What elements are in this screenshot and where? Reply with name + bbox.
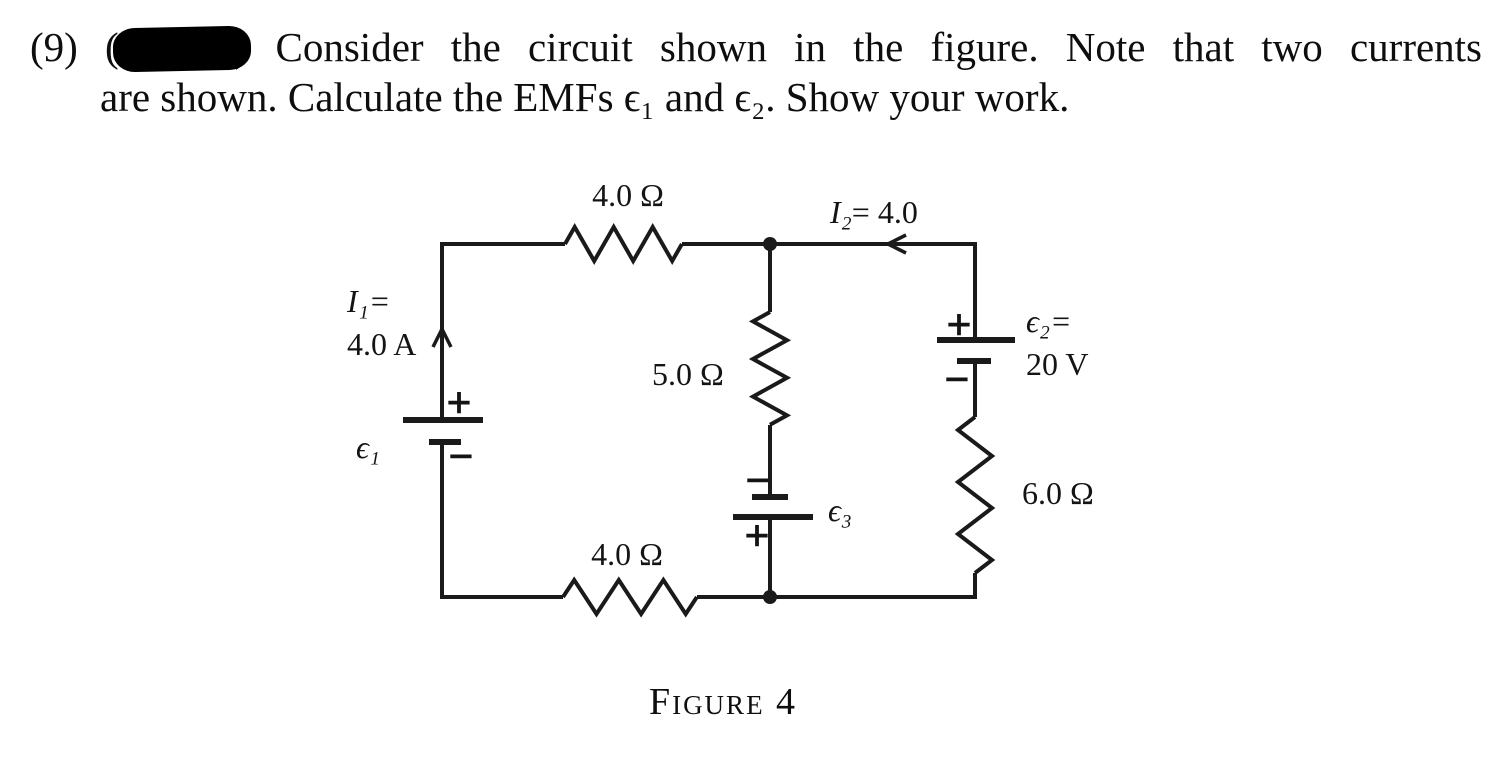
battery-emf1-symbol [403, 417, 483, 445]
wire-top-right [682, 242, 977, 340]
bottom-resistor-symbol [561, 576, 699, 618]
current1-label: I₁= 4.0 A [347, 280, 416, 366]
middle-resistor-label: 5.0 Ω [652, 356, 724, 392]
problem-number: (9) [30, 24, 78, 70]
emf2-value: 20 V [1026, 346, 1089, 382]
current1-value: 4.0 A [347, 326, 417, 362]
figure-caption: Figure 4 [648, 681, 798, 723]
current1-symbol: I₁= [347, 283, 391, 319]
wire-bottom-left [440, 442, 563, 599]
junction-dot-bottom [763, 590, 777, 604]
right-resistor-symbol [954, 415, 996, 575]
problem-text-line2: are shown. Calculate the EMFs ϵ₁ and ϵ₂.… [100, 74, 1070, 120]
current2-value: = 4.0 [851, 194, 918, 230]
current2-left-arrow-icon [884, 233, 907, 255]
top-resistor-symbol [563, 222, 684, 266]
emf1-plus-sign: + [444, 382, 474, 422]
redaction-group: () [105, 24, 252, 73]
current2-label: I₂= 4.0 [830, 194, 918, 230]
junction-dot-top [763, 237, 777, 251]
emf2-name: ϵ₂= [1026, 303, 1072, 339]
emf1-name: ϵ₁ [356, 429, 381, 465]
battery-emf3-symbol [733, 494, 813, 520]
wire-top-left [440, 242, 565, 420]
problem-sentence-1: Consider the circuit shown in the figure… [275, 24, 1483, 70]
right-resistor-label: 6.0 Ω [1022, 475, 1094, 511]
current1-up-arrow-icon [431, 325, 453, 348]
wire-bottom-right [697, 573, 977, 599]
emf3-name: ϵ₃ [828, 492, 853, 528]
top-resistor-label: 4.0 Ω [592, 177, 664, 213]
emf1-minus-sign: − [446, 436, 476, 476]
middle-resistor-symbol [748, 310, 792, 427]
emf2-minus-sign: − [942, 359, 972, 399]
battery-emf2-symbol [937, 337, 1015, 364]
emf2-label: ϵ₂= 20 V [1026, 300, 1089, 386]
bottom-resistor-label: 4.0 Ω [591, 536, 663, 572]
emf3-minus-sign: − [743, 460, 773, 500]
emf3-plus-sign: + [742, 515, 772, 555]
emf2-plus-sign: + [944, 304, 974, 344]
problem-text-line1: (9) () Consider the circuit shown in the… [30, 22, 1483, 73]
current2-symbol: I₂ [830, 194, 852, 230]
